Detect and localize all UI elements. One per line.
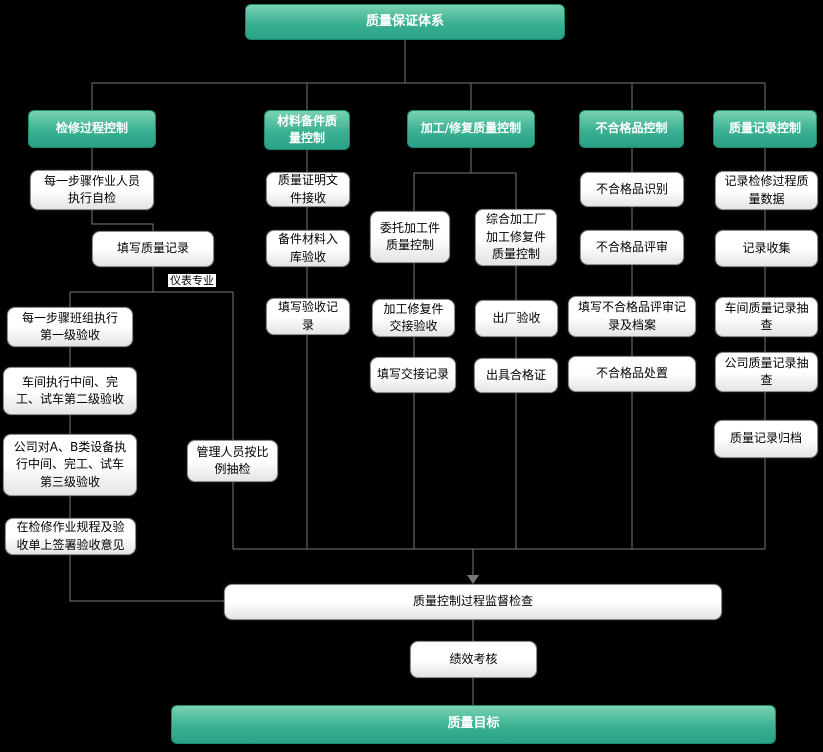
node-quality-goal: 质量目标 <box>171 705 776 744</box>
step-integrated-plant-quality-control: 综合加工厂 加工修复件 质量控制 <box>475 209 557 266</box>
header-material-spares-quality-control: 材料备件质 量控制 <box>264 110 350 150</box>
header-quality-records-control: 质量记录控制 <box>713 110 817 148</box>
step-workshop-record-sampling: 车间质量记录抽 查 <box>715 297 818 337</box>
node-performance-assessment: 绩效考核 <box>410 641 537 678</box>
step-nonconforming-review: 不合格品评审 <box>580 230 684 265</box>
step-factory-acceptance: 出厂验收 <box>475 300 558 337</box>
step-company-third-level-acceptance: 公司对A、B类设备执 行中间、完工、试车 第三级验收 <box>3 434 137 496</box>
step-quality-certificate-receipt: 质量证明文 件接收 <box>266 172 350 207</box>
step-record-archiving: 质量记录归档 <box>714 420 818 458</box>
header-processing-repair-quality-control: 加工/修复质量控制 <box>407 110 535 148</box>
node-quality-assurance-system: 质量保证体系 <box>245 4 565 40</box>
step-company-record-sampling: 公司质量记录抽 查 <box>715 352 818 392</box>
step-spares-warehouse-acceptance: 备件材料入 库验收 <box>266 230 350 267</box>
step-nonconforming-disposal: 不合格品处置 <box>568 356 696 392</box>
step-issue-certificate: 出具合格证 <box>474 358 558 393</box>
connector-collector <box>233 548 765 705</box>
step-fill-handover-record: 填写交接记录 <box>370 357 456 393</box>
connector-col1 <box>69 148 234 602</box>
step-outsourced-parts-quality-control: 委托加工件 质量控制 <box>370 211 450 263</box>
step-fill-nonconforming-review-record: 填写不合格品评审记 录及档案 <box>568 296 696 337</box>
step-team-first-level-acceptance: 每一步骤班组执行 第一级验收 <box>7 307 133 347</box>
header-maintenance-process-control: 检修过程控制 <box>28 110 156 148</box>
connector-top-fan <box>91 40 766 110</box>
step-manager-sampling-inspection: 管理人员按比 例抽检 <box>187 440 278 482</box>
step-handover-acceptance: 加工修复件 交接验收 <box>372 299 455 337</box>
step-operator-self-inspection: 每一步骤作业人员 执行自检 <box>30 170 154 210</box>
connector-col3 <box>413 148 517 549</box>
header-nonconforming-product-control: 不合格品控制 <box>579 110 684 148</box>
label-instrument-specialty: 仪表专业 <box>168 274 216 287</box>
step-record-process-quality-data: 记录检修过程质 量数据 <box>715 171 818 210</box>
arrow-down-icon <box>467 575 479 584</box>
step-workshop-second-level-acceptance: 车间执行中间、完 工、试车第二级验收 <box>3 367 137 415</box>
step-fill-acceptance-record: 填写验收记 录 <box>266 298 350 335</box>
step-record-collection: 记录收集 <box>715 230 818 267</box>
step-fill-quality-record: 填写质量记录 <box>92 231 214 267</box>
node-quality-control-supervision: 质量控制过程监督检查 <box>224 584 722 620</box>
step-sign-acceptance-opinion: 在检修作业规程及验 收单上签署验收意见 <box>5 518 136 555</box>
step-nonconforming-identification: 不合格品识别 <box>580 172 684 207</box>
